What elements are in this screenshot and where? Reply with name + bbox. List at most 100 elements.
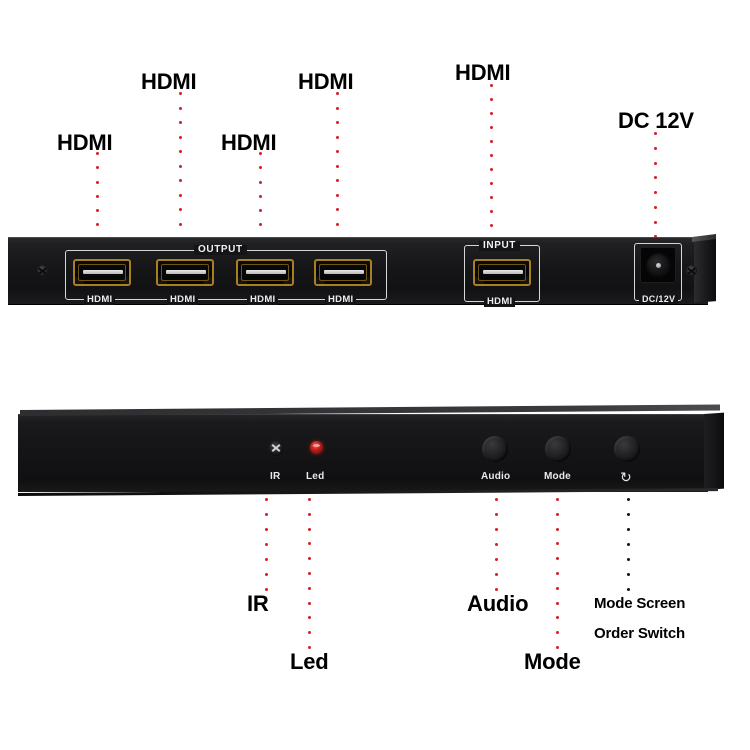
leader-dot xyxy=(495,513,498,516)
leader-dot xyxy=(556,557,559,561)
hdmi-port-inner xyxy=(78,264,126,281)
hdmi-port-bar xyxy=(324,270,364,274)
leader-dot xyxy=(627,543,630,546)
front-panel-face xyxy=(18,414,708,492)
leader-dot xyxy=(495,543,498,546)
hdmi-port-bar xyxy=(246,270,286,274)
ir-sensor-icon xyxy=(268,440,284,456)
leader-dot xyxy=(265,528,268,531)
mode-screen-order-switch-button[interactable] xyxy=(614,436,640,462)
callout-ir: IR xyxy=(247,591,269,616)
leader-dot xyxy=(490,168,493,171)
leader-dot xyxy=(308,512,311,516)
leader-dot xyxy=(490,196,493,199)
leader-dot xyxy=(490,126,493,129)
leader-dot xyxy=(490,182,493,185)
leader-dot xyxy=(336,150,339,154)
leader-dot xyxy=(654,191,657,194)
leader-dot xyxy=(490,224,493,227)
leader-line-dc-12v xyxy=(654,132,657,253)
hdmi-input-label: HDMI xyxy=(484,297,516,307)
dc-power-jack[interactable] xyxy=(640,247,676,283)
rear-panel: OUTPUT HDMI HDMI HDMI HDMI INPUT HDMI xyxy=(8,234,716,309)
mode-button[interactable] xyxy=(545,436,571,462)
leader-dot xyxy=(654,220,657,224)
leader-dot xyxy=(336,193,339,197)
ir-sensor-label: IR xyxy=(270,471,281,482)
leader-dot xyxy=(265,513,268,516)
callout-hdmi-output-1: HDMI xyxy=(57,130,113,155)
callout-order-switch: Order Switch xyxy=(594,625,685,642)
hdmi-output-label-3: HDMI xyxy=(247,295,279,305)
leader-line-hdmi-input xyxy=(490,84,493,255)
leader-dot xyxy=(654,132,657,135)
hdmi-output-port-4[interactable] xyxy=(314,259,372,286)
input-group-label: INPUT xyxy=(479,241,520,251)
hdmi-port-bar xyxy=(483,270,523,274)
hdmi-output-port-2[interactable] xyxy=(156,259,214,286)
leader-dot xyxy=(556,498,559,501)
led-indicator-label: Led xyxy=(306,471,325,482)
leader-dot xyxy=(556,512,559,516)
leader-dot xyxy=(627,558,630,561)
dc-power-label: DC/12V xyxy=(639,295,679,304)
callout-audio: Audio xyxy=(467,591,529,616)
leader-dot xyxy=(654,146,657,150)
leader-dot xyxy=(556,527,559,531)
leader-dot xyxy=(556,631,559,635)
hdmi-port-bar xyxy=(166,270,206,274)
leader-dot xyxy=(556,542,559,546)
leader-dot xyxy=(490,84,493,87)
hdmi-input-port[interactable] xyxy=(473,259,531,286)
leader-dot xyxy=(627,513,630,516)
leader-dot xyxy=(308,586,311,590)
callout-mode-screen: Mode Screen xyxy=(594,595,686,612)
callout-led: Led xyxy=(290,649,329,674)
hdmi-port-inner xyxy=(161,264,209,281)
leader-dot xyxy=(308,542,311,546)
leader-dot xyxy=(308,498,311,501)
led-specular-highlight xyxy=(313,443,320,447)
leader-dot xyxy=(495,588,498,591)
leader-line-ir xyxy=(265,498,268,591)
hdmi-port-inner xyxy=(319,264,367,281)
leader-dot xyxy=(259,223,262,227)
leader-dot xyxy=(265,543,268,546)
leader-dot xyxy=(179,135,182,139)
leader-dot xyxy=(96,152,99,155)
leader-dot xyxy=(259,194,262,198)
audio-button[interactable] xyxy=(482,436,508,462)
leader-dot xyxy=(627,573,630,576)
leader-dot xyxy=(96,209,99,213)
hdmi-output-port-1[interactable] xyxy=(73,259,131,286)
leader-line-hdmi-2 xyxy=(179,92,182,255)
callout-mode: Mode xyxy=(524,649,581,674)
leader-dot xyxy=(490,210,493,213)
leader-dot xyxy=(308,616,311,620)
leader-dot xyxy=(627,588,630,591)
leader-dot xyxy=(490,112,493,115)
leader-dot xyxy=(265,558,268,561)
leader-dot xyxy=(179,106,182,110)
hdmi-output-port-3[interactable] xyxy=(236,259,294,286)
leader-dot xyxy=(336,135,339,139)
leader-dot xyxy=(627,498,630,501)
callout-hdmi-output-4: HDMI xyxy=(298,69,354,94)
leader-dot xyxy=(179,121,182,125)
leader-dot xyxy=(654,161,657,165)
leader-dot xyxy=(495,528,498,531)
leader-dot xyxy=(179,179,182,183)
leader-dot xyxy=(259,209,262,213)
leader-dot xyxy=(179,164,182,168)
hdmi-port-inner xyxy=(478,264,526,281)
leader-dot xyxy=(495,498,498,501)
leader-dot xyxy=(96,180,99,184)
hdmi-output-label-2: HDMI xyxy=(167,295,199,305)
hdmi-output-label-1: HDMI xyxy=(84,295,116,305)
leader-dot xyxy=(308,631,311,635)
dc-jack-pin xyxy=(655,262,661,268)
leader-dot xyxy=(308,572,311,575)
leader-dot xyxy=(179,193,182,197)
leader-dot xyxy=(556,601,559,605)
leader-dot xyxy=(259,166,262,170)
